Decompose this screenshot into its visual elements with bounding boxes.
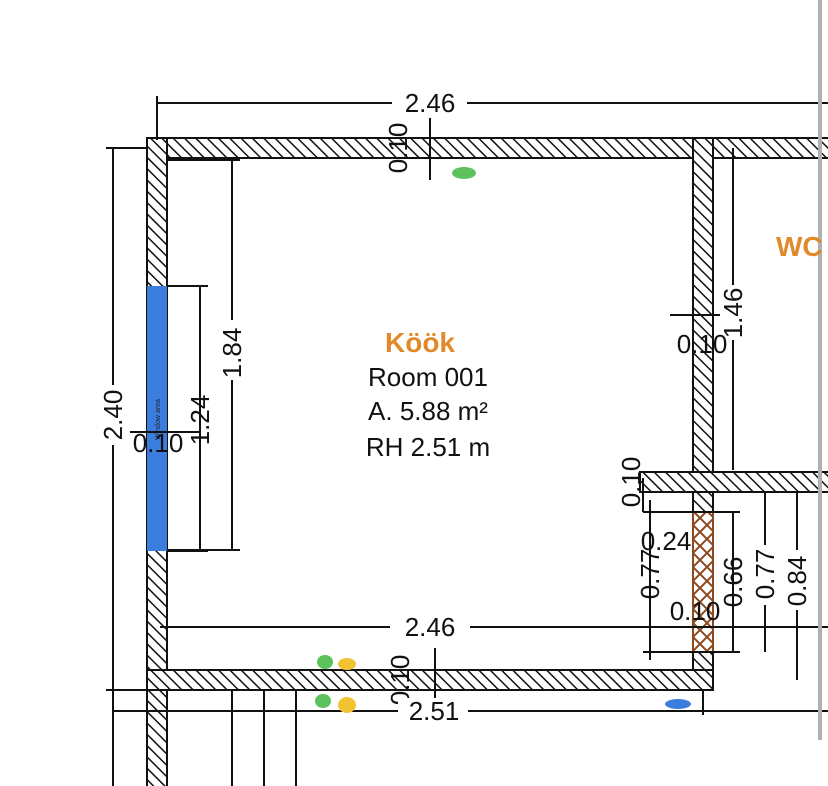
marker-green[interactable] xyxy=(452,167,476,179)
marker-blue[interactable] xyxy=(665,699,691,709)
dim-door-wall: 0.10 xyxy=(670,596,721,626)
walls xyxy=(146,137,828,786)
marker-yellow[interactable] xyxy=(338,658,356,670)
marker-yellow[interactable] xyxy=(338,697,356,713)
door[interactable] xyxy=(692,511,714,653)
dim-left-height: 2.40 xyxy=(98,390,128,441)
wall-wc xyxy=(639,471,828,493)
room-name-wc: WC xyxy=(776,231,823,262)
dim-wc-wall: 0.10 xyxy=(616,457,646,508)
marker-green[interactable] xyxy=(315,694,331,708)
dim-door-width: 0.66 xyxy=(718,557,748,608)
dim-bottom-outer: 2.51 xyxy=(409,696,460,726)
dim-door-outer-right: 0.77 xyxy=(750,549,780,600)
wall-bottom xyxy=(146,669,714,691)
dim-door-offset: 0.24 xyxy=(641,526,692,556)
window[interactable] xyxy=(147,286,167,551)
markers xyxy=(315,167,691,713)
dim-top-wall: 0.10 xyxy=(383,123,413,174)
dim-right-wall: 0.10 xyxy=(677,329,728,359)
window-label: Window area xyxy=(155,399,162,440)
dim-right-upper: 1.46 xyxy=(718,288,748,339)
dim-bottom-inner: 2.46 xyxy=(405,612,456,642)
wall-top xyxy=(146,137,828,159)
room-height: RH 2.51 m xyxy=(366,432,490,462)
dim-window-outer: 1.84 xyxy=(217,328,247,379)
room-area: A. 5.88 m² xyxy=(368,396,488,426)
marker-green[interactable] xyxy=(317,655,333,669)
dim-bottom-wall: 0.10 xyxy=(385,655,415,706)
room-number: Room 001 xyxy=(368,362,488,392)
dimension-lines xyxy=(106,96,828,786)
room-name: Köök xyxy=(385,327,455,358)
dim-door-outer-left: 0.77 xyxy=(635,549,665,600)
dim-top-width: 2.46 xyxy=(405,88,456,118)
dim-window-inner: 1.24 xyxy=(185,395,215,446)
dim-wc-height: 0.84 xyxy=(782,556,812,607)
dim-window-wall: 0.10 xyxy=(133,428,184,458)
scrollbar[interactable] xyxy=(818,0,822,740)
